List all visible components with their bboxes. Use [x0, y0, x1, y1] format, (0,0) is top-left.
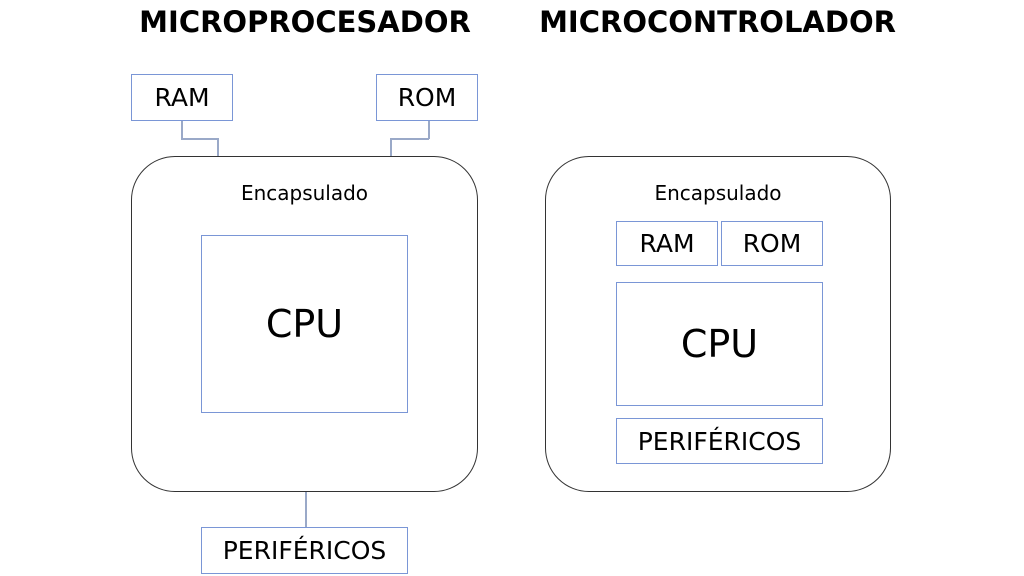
ram-box: RAM [131, 74, 233, 121]
microcontrolador-title: MICROCONTROLADOR [539, 5, 896, 39]
cpu-box: CPU [201, 235, 408, 413]
microprocesador-title: MICROPROCESADOR [139, 5, 471, 39]
peripherals-box: PERIFÉRICOS [201, 527, 408, 574]
peripherals-connector [305, 492, 307, 528]
rom-box: ROM [376, 74, 478, 121]
rom-connector-h [390, 138, 429, 140]
ram-connector-v2 [217, 138, 219, 158]
peripherals-box: PERIFÉRICOS [616, 418, 823, 464]
ram-connector-h [181, 138, 219, 140]
rom-connector-v2 [390, 138, 392, 158]
ram-connector [181, 120, 183, 139]
rom-connector [428, 120, 430, 139]
package-label: Encapsulado [240, 181, 369, 205]
rom-box: ROM [721, 221, 823, 266]
package-label: Encapsulado [654, 181, 782, 205]
ram-box: RAM [616, 221, 718, 266]
cpu-box: CPU [616, 282, 823, 406]
